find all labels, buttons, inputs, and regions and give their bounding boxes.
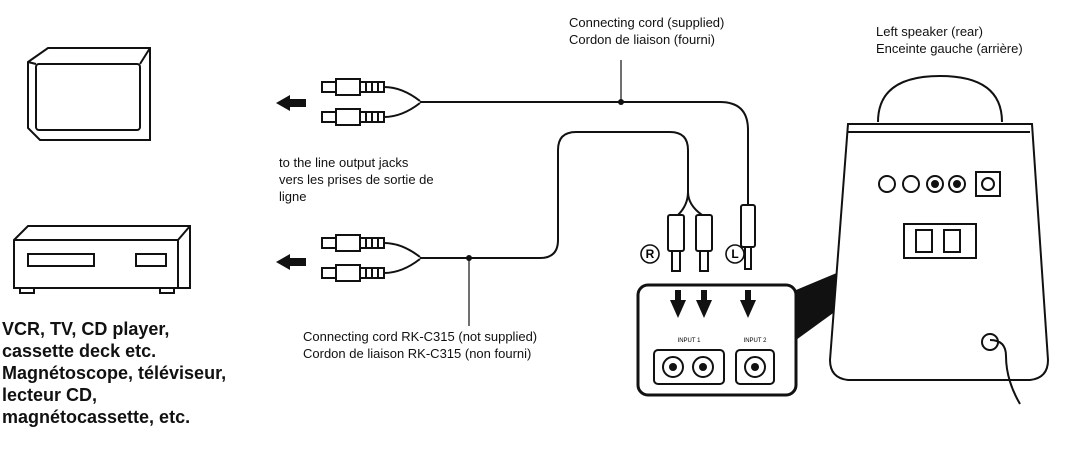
svg-text:L: L — [731, 247, 738, 261]
arrow-to-tv-icon — [276, 95, 306, 111]
supplied-cord-wire — [383, 86, 749, 205]
rca-plugs — [667, 204, 756, 272]
svg-text:INPUT 1: INPUT 1 — [678, 338, 702, 344]
svg-text:INPUT 2: INPUT 2 — [744, 338, 768, 344]
compatible-devices-label: VCR, TV, CD player, cassette deck etc. M… — [2, 319, 227, 427]
supplied-cord-plugs — [321, 78, 385, 126]
input-panel-closeup: INPUT 1 INPUT 2 — [636, 283, 798, 397]
left-marker-icon — [725, 244, 745, 264]
tv-illustration — [27, 47, 151, 141]
left-speaker-label: Left speaker (rear) Enceinte gauche (arr… — [876, 24, 1023, 56]
vcr-illustration — [13, 225, 191, 294]
rkc315-cord-wire — [383, 131, 703, 274]
rkc315-cord-plugs — [321, 234, 385, 282]
arrow-to-vcr-icon — [276, 254, 306, 270]
supplied-cord-label: Connecting cord (supplied) Cordon de lia… — [569, 15, 725, 47]
speaker-illustration — [828, 74, 1050, 405]
svg-text:R: R — [646, 247, 655, 261]
line-output-label: to the line output jacks vers les prises… — [279, 155, 434, 204]
right-marker-icon — [640, 244, 660, 264]
rkc315-cord-label: Connecting cord RK-C315 (not supplied) C… — [303, 329, 538, 361]
